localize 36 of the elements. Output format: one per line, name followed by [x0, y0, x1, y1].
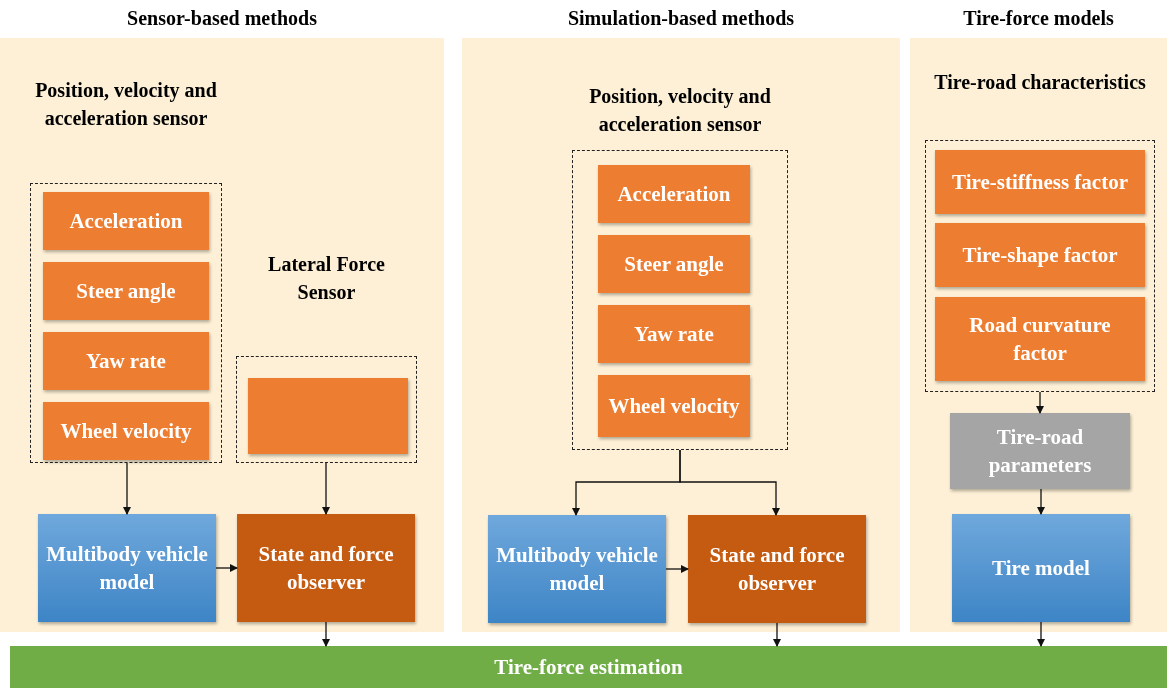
panel-heading: Sensor-based methods — [126, 6, 318, 31]
arrow — [773, 622, 781, 647]
arrow — [322, 462, 330, 515]
arrow — [1036, 391, 1044, 414]
sensor-box: Tire-stiffness factor — [935, 150, 1145, 214]
observer-box: State and force observer — [688, 515, 866, 623]
model-box: Multibody vehicle model — [38, 514, 216, 622]
arrow — [322, 621, 330, 647]
sensor-box: Acceleration — [43, 192, 209, 250]
observer-box: State and force observer — [237, 514, 415, 622]
arrow — [1037, 621, 1045, 647]
parameters-box: Tire-road parameters — [950, 413, 1130, 489]
arrow — [1037, 488, 1045, 515]
group-heading: Lateral Force Sensor — [267, 252, 386, 305]
sensor-box: Road curvature factor — [935, 297, 1145, 381]
sensor-box: Yaw rate — [43, 332, 209, 390]
sensor-box: Acceleration — [598, 165, 750, 223]
arrow — [123, 462, 131, 515]
result-bar: Tire-force estimation — [10, 646, 1167, 688]
panel-heading: Tire-force models — [962, 6, 1115, 31]
sensor-box: Wheel velocity — [43, 402, 209, 460]
sensor-box: Steer angle — [43, 262, 209, 320]
sensor-box: Wheel velocity — [598, 375, 750, 437]
arrow — [215, 564, 238, 572]
arrow — [679, 449, 780, 516]
panel-heading: Simulation-based methods — [566, 6, 796, 31]
model-box: Multibody vehicle model — [488, 515, 666, 623]
arrow — [665, 565, 689, 573]
group-heading: Position, velocity and acceleration sensor — [588, 84, 772, 137]
group-heading: Tire-road characteristics — [933, 70, 1147, 95]
sensor-box: Tire-shape factor — [935, 223, 1145, 287]
sensor-box: Steer angle — [598, 235, 750, 293]
sensor-box: Yaw rate — [598, 305, 750, 363]
group-heading: Position, velocity and acceleration sensor — [34, 78, 218, 131]
model-box: Tire model — [952, 514, 1130, 622]
sensor-box — [248, 378, 408, 454]
